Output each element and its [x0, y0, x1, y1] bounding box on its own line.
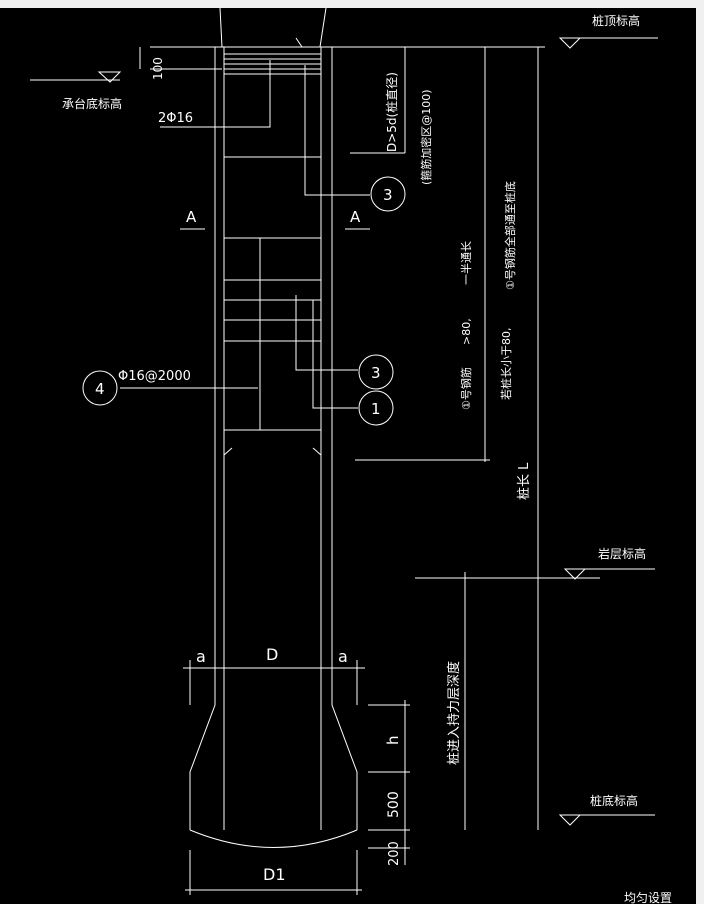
marker-3-top: [370, 176, 406, 212]
bar-note-2: 一半通长: [459, 241, 473, 285]
marker-3-top-label: 3: [383, 186, 393, 204]
marker-1: [358, 390, 394, 426]
dim-a-right: a: [338, 647, 348, 666]
cap-right-line: [319, 7, 327, 48]
dim-100: 100: [151, 57, 165, 80]
rock-elev-label: 岩层标高: [598, 546, 646, 561]
rock-socket-label: 桩进入持力层深度: [446, 661, 462, 765]
pile-right-wall: [331, 47, 358, 830]
rebar-2phi16-label: 2Φ16: [158, 111, 193, 126]
marker-1-label: 1: [371, 400, 381, 418]
bar-note-1: ①号钢筋全部通至桩底: [503, 181, 517, 290]
dim-D1: D1: [263, 865, 286, 884]
bell-base: [189, 829, 358, 848]
marker-4: [82, 370, 118, 406]
anchor-length-label: D>5d(桩直径): [384, 72, 399, 152]
pile-bottom-elev-label: 桩底标高: [590, 793, 638, 808]
dim-200: 200: [387, 841, 402, 866]
spiral-label: Φ16@2000: [118, 369, 191, 384]
footer-label: 均匀设置: [624, 891, 672, 904]
pile-left-wall: [189, 47, 216, 830]
section-a-left: A: [186, 208, 197, 226]
section-a-right: A: [350, 208, 361, 226]
dim-500: 500: [386, 791, 402, 818]
dim-h: h: [384, 735, 402, 745]
bar-note-4: 若桩长小于80,: [499, 328, 513, 401]
pile-length-label: 桩长 L: [517, 462, 532, 500]
viewer-scrollbar[interactable]: [696, 0, 704, 904]
marker-4-label: 4: [95, 380, 105, 398]
bar-note-5: ①号钢筋: [459, 367, 473, 410]
pile-top-elev-label: 桩顶标高: [592, 13, 640, 28]
cap-left-line: [219, 7, 223, 48]
bar-note-3: >80,: [460, 318, 473, 345]
stirrup-dense-label: (箍筋加密区@100): [419, 89, 433, 185]
marker-3-mid: [358, 354, 394, 390]
dim-D: D: [266, 645, 278, 664]
cap-bottom-elev-label: 承台底标高: [62, 96, 122, 111]
viewer-top-bar: [0, 0, 704, 8]
marker-3-mid-label: 3: [371, 364, 381, 382]
dim-a-left: a: [196, 647, 206, 666]
